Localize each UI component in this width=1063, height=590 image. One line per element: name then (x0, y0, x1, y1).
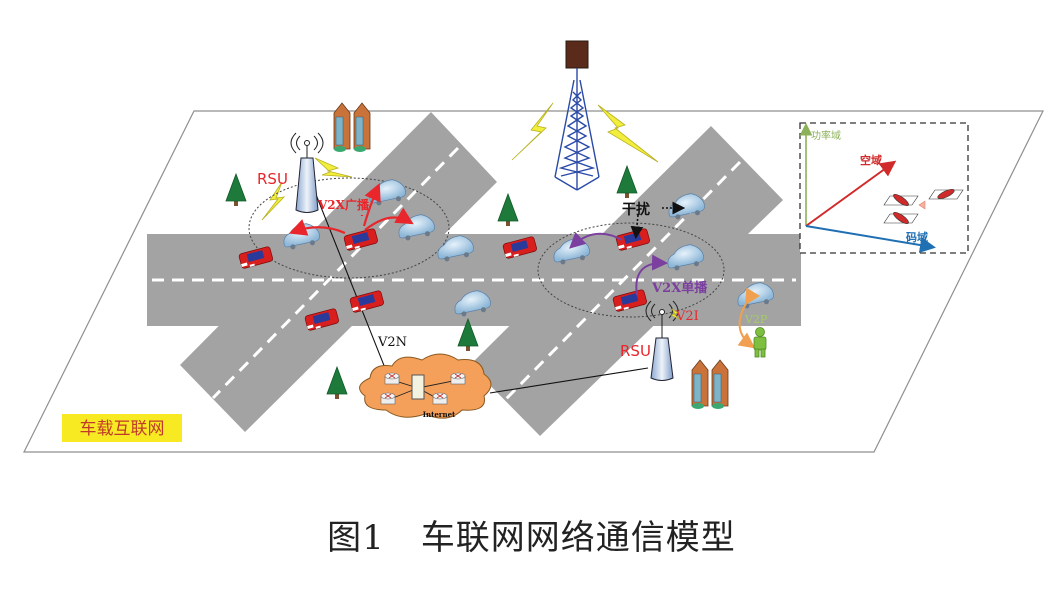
figure-number: 图1 (327, 518, 385, 558)
houses-bottom (691, 359, 729, 409)
tree-icon (326, 365, 348, 399)
router-icon (450, 372, 466, 385)
connected-car-icon (437, 235, 474, 262)
v2i-lightning-icon (670, 308, 680, 320)
v2i-label: V2I (675, 309, 699, 324)
red-car-icon (343, 228, 378, 251)
network-badge (62, 414, 182, 442)
unicast-label: V2X单播 (651, 280, 708, 296)
red-car-icon (238, 246, 273, 269)
rsu-label-right: RSU (620, 342, 651, 360)
v2p-arrow (737, 287, 761, 349)
router-icon (384, 372, 400, 385)
v2n-link (306, 171, 388, 374)
interference-arrows (630, 201, 686, 240)
lane-marking-left (211, 146, 460, 400)
figure-title: 车联网网络通信模型 (420, 518, 736, 558)
lightning-icon (261, 181, 286, 221)
red-car-icon (349, 290, 384, 313)
connected-car-icon (454, 290, 491, 317)
lightning-icon (314, 157, 353, 178)
cell-tower (554, 40, 600, 191)
rsu-right (645, 300, 679, 381)
pedestrian-icon (753, 327, 767, 358)
space-axis-label: 空域 (860, 153, 882, 167)
code-axis (805, 225, 936, 253)
vehicles (238, 179, 774, 331)
lightning-icon (511, 102, 554, 161)
red-car-icon (612, 289, 647, 312)
inset-frame (799, 122, 969, 254)
lane-marking-right (503, 160, 742, 402)
unicast-arrows (569, 232, 668, 296)
broadcast-arrows (288, 182, 414, 236)
server-icon (411, 374, 425, 400)
resource-domain-inset: 功率域 空域 码域 (799, 122, 969, 254)
v2n-label: V2N (377, 335, 407, 350)
house-icon (353, 102, 371, 152)
tree-icon (616, 164, 638, 198)
lightning-icon (597, 104, 659, 163)
tree-icon (497, 192, 519, 226)
internet-cloud: Internet (359, 353, 492, 419)
rsu-label-left: RSU (257, 170, 288, 188)
trees (225, 164, 638, 399)
router-icon (432, 392, 448, 405)
rsu-internet-link (489, 367, 649, 394)
space-axis (805, 160, 897, 227)
broadcast-label: V2X广播 (317, 197, 370, 212)
connected-car-icon (667, 244, 704, 271)
unicast-range (537, 222, 725, 318)
red-car-icon (304, 308, 339, 331)
rsu-left (290, 132, 324, 213)
house-icon (711, 359, 729, 409)
tree-icon (457, 317, 479, 351)
house-icon (691, 359, 709, 409)
red-car-icon (502, 236, 537, 259)
lightning-bolts (261, 102, 659, 221)
router-icon (380, 392, 396, 405)
cloud-label: Internet (423, 410, 456, 419)
code-axis-label: 码域 (906, 230, 928, 244)
v2p-label: V2P (744, 313, 768, 326)
power-axis-label: 功率域 (811, 129, 841, 142)
beam-pattern-icons (883, 189, 964, 225)
tree-icon (225, 172, 247, 206)
figure-caption: 图1 车联网网络通信模型 (0, 510, 1063, 559)
house-icon (333, 102, 351, 152)
network-badge-label: 车载互联网 (80, 419, 165, 439)
tower-antenna-panel (565, 40, 589, 69)
houses-top (333, 102, 371, 152)
interference-label: 干扰 (622, 201, 650, 218)
